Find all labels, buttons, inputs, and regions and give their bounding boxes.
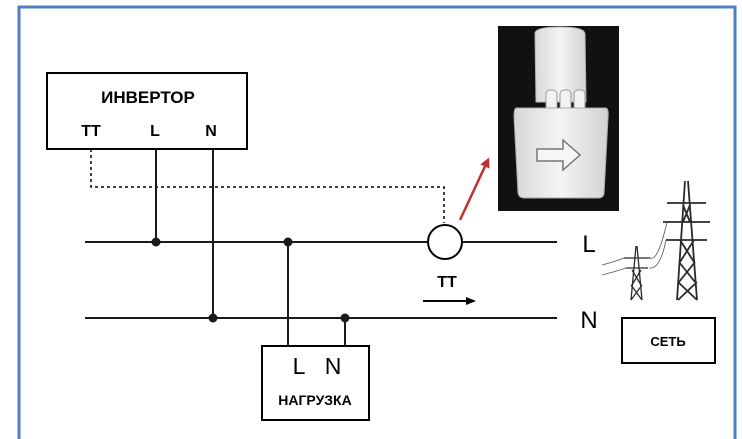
load-title: НАГРУЗКА: [278, 392, 351, 408]
load-terminal-n: N: [325, 353, 342, 379]
junction-dot: [151, 237, 161, 247]
frame-border: [17, 5, 737, 439]
power-line-towers-icon: [601, 180, 710, 301]
load-terminal-l: L: [293, 353, 306, 379]
current-transformer-ring: [427, 224, 463, 260]
inverter-terminal-tt: TT: [81, 123, 101, 140]
inverter-terminal-l: L: [150, 123, 160, 140]
load-box: L N НАГРУЗКА: [261, 345, 370, 421]
photo-pointer-arrow: [458, 157, 490, 221]
clamp-direction-arrow-icon: [536, 138, 582, 172]
junction-dot: [208, 313, 218, 323]
junction-dot: [283, 237, 293, 247]
grid-box: СЕТЬ: [621, 317, 716, 364]
grid-label: СЕТЬ: [650, 334, 685, 349]
current-transformer-label: TT: [437, 274, 457, 291]
inverter-terminal-n: N: [205, 123, 217, 140]
line-l-label: L: [582, 231, 595, 258]
current-sensor-photo: [498, 26, 619, 211]
inverter-box: ИНВЕРТОР TT L N: [46, 72, 248, 150]
line-n-label: N: [580, 307, 597, 334]
sensor-signal-wire: [90, 149, 445, 223]
inverter-title: ИНВЕРТОР: [101, 88, 195, 107]
junction-dot: [340, 313, 350, 323]
